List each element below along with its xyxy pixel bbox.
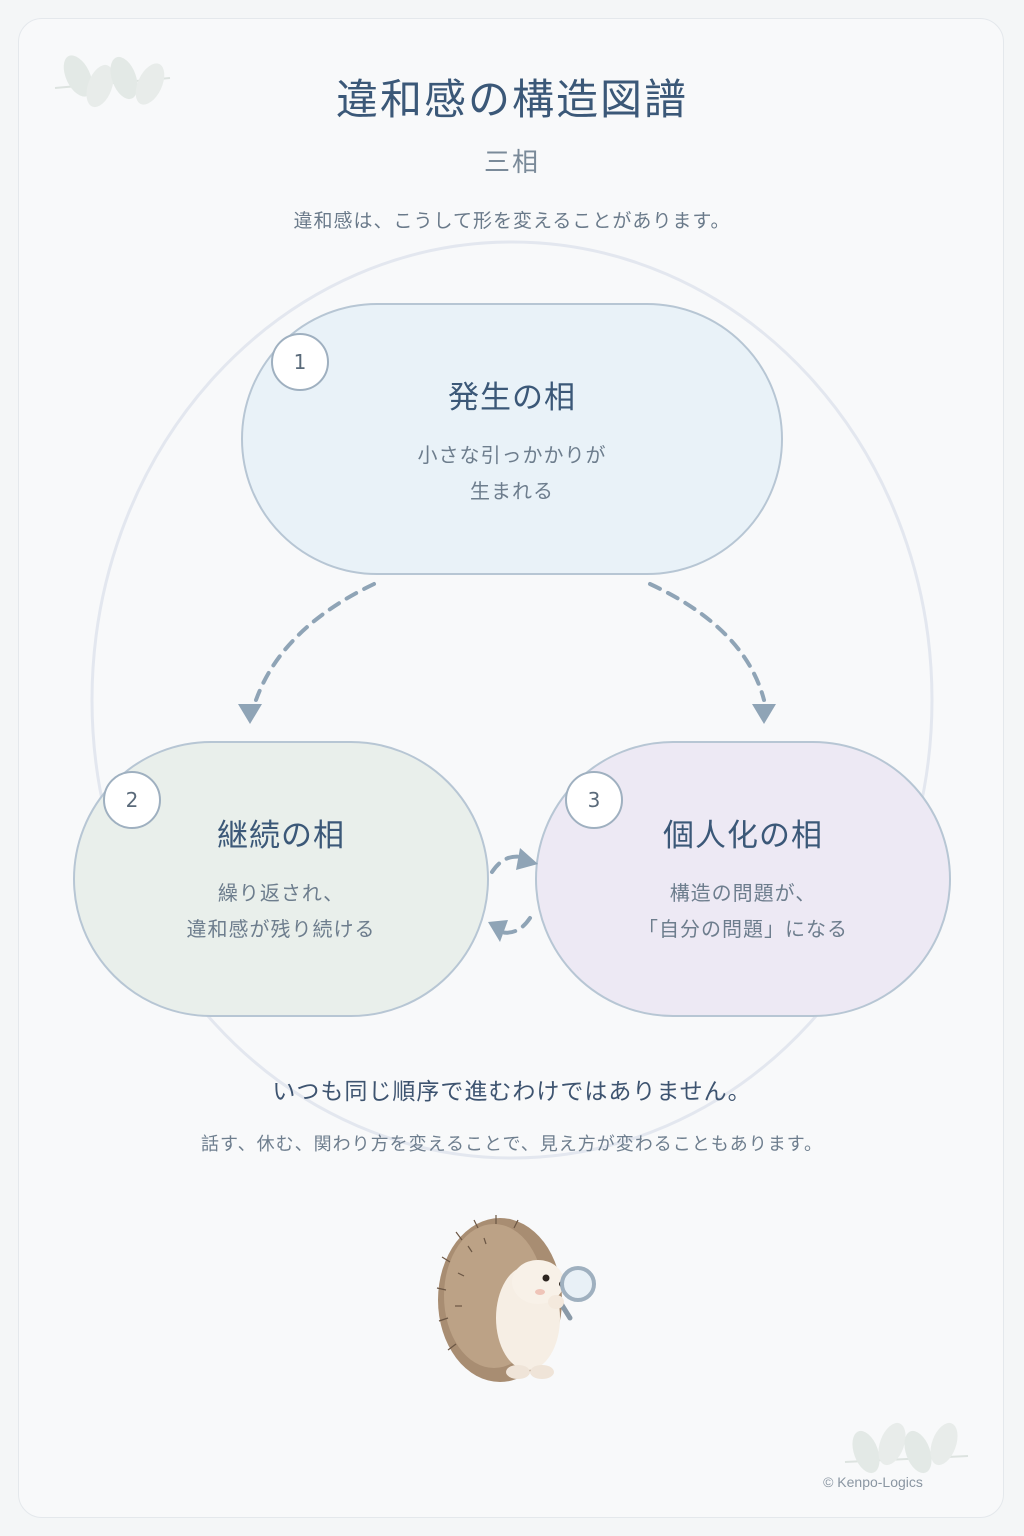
arrow-2-to-3 — [490, 854, 528, 874]
phase-1-desc-line1: 小さな引っかかりが — [417, 443, 607, 467]
leaf-sprig-icon — [54, 55, 171, 108]
arrowhead-icon — [516, 848, 538, 870]
phase-2-bubble — [73, 741, 489, 1017]
phase-1-number: 1 — [293, 350, 307, 374]
copyright-text: © Kenpo-Logics — [823, 1474, 923, 1490]
arrowhead-icon — [488, 920, 508, 942]
phase-3-badge — [565, 771, 623, 829]
phase-1-bubble — [241, 303, 783, 575]
cycle-ring — [90, 240, 934, 1160]
phase-3-desc-line1: 構造の問題が、 — [669, 881, 817, 905]
phase-2-desc-line1: 繰り返され、 — [217, 881, 345, 905]
phase-2-number: 2 — [125, 788, 139, 812]
arrow-1-to-3 — [648, 582, 766, 702]
phase-3-desc-line2: 「自分の問題」になる — [638, 917, 848, 941]
phase-2-badge — [103, 771, 161, 829]
arrowhead-icon — [238, 704, 262, 724]
note-main: いつも同じ順序で進むわけではありません。 — [272, 1079, 752, 1105]
arrow-1-to-2 — [254, 582, 376, 702]
phase-2-desc-line2: 違和感が残り続ける — [186, 917, 376, 941]
phase-2-title: 継続の相 — [217, 818, 345, 854]
phase-1-title: 発生の相 — [448, 380, 576, 416]
note-sub: 話す、休む、関わり方を変えることで、見え方が変わることもあります。 — [201, 1134, 823, 1155]
phase-3-bubble — [535, 741, 951, 1017]
page-title: 違和感の構造図譜 — [335, 75, 688, 124]
phase-1-desc-line2: 生まれる — [470, 479, 554, 503]
phase-3-title: 個人化の相 — [663, 818, 823, 854]
arrowhead-icon — [752, 704, 776, 724]
lead-text: 違和感は、こうして形を変えることがあります。 — [293, 210, 731, 232]
phase-3-number: 3 — [587, 788, 601, 812]
page-subtitle: 三相 — [483, 148, 540, 178]
phase-1-badge — [271, 333, 329, 391]
leaf-sprig-icon — [844, 1422, 969, 1474]
hedgehog-with-magnifier-icon — [436, 1215, 596, 1382]
